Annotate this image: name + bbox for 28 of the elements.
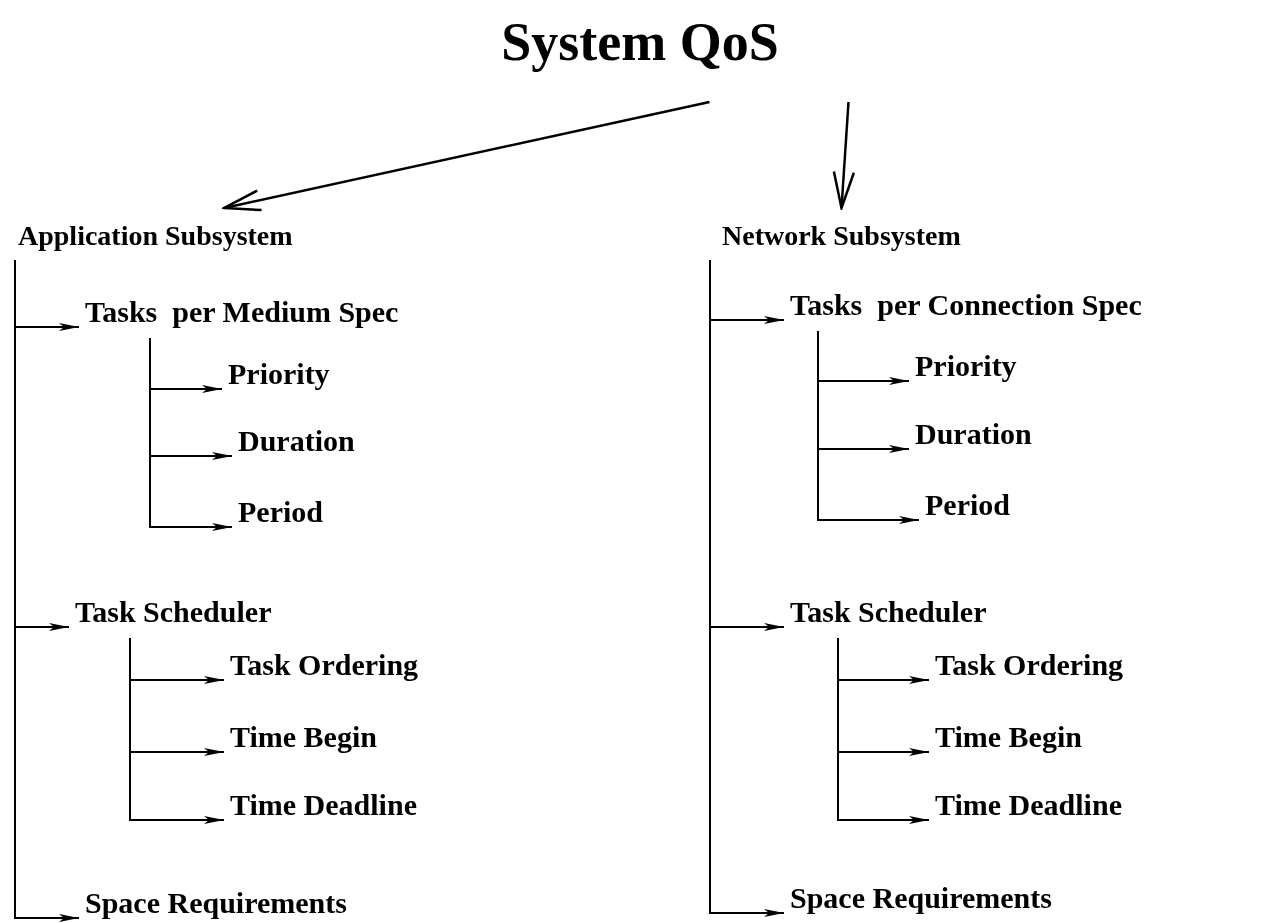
tree-node-label: Task Scheduler: [75, 597, 272, 627]
tree-node-label: Task Ordering: [935, 650, 1124, 680]
tree-node-label: Time Begin: [230, 722, 377, 752]
tree-node-label: Network Subsystem: [722, 222, 961, 250]
tree-node-label: Priority: [228, 359, 330, 389]
arrow: [14, 259, 80, 922]
tree-node-label: Duration: [238, 426, 355, 456]
tree-node-label: Time Deadline: [935, 790, 1122, 820]
tree-node-label: Task Scheduler: [790, 597, 987, 627]
arrow: [832, 101, 856, 210]
arrow: [709, 259, 785, 917]
arrow: [149, 337, 233, 531]
arrow: [223, 100, 710, 212]
tree-node-label: Time Begin: [935, 722, 1082, 752]
arrow: [837, 637, 930, 824]
tree-node-label: Tasks per Connection Spec: [790, 290, 1142, 320]
tree-node-label: Space Requirements: [790, 883, 1052, 913]
tree-node-label: Tasks per Medium Spec: [85, 297, 399, 327]
arrow: [817, 330, 920, 524]
tree-node-label: Time Deadline: [230, 790, 417, 820]
tree-node-label: Task Ordering: [230, 650, 419, 680]
tree-node-label: Space Requirements: [85, 888, 347, 918]
tree-node-label: Application Subsystem: [18, 222, 293, 250]
tree-node-label: Period: [238, 497, 323, 527]
arrow: [129, 637, 225, 824]
tree-node-label: Priority: [915, 351, 1017, 381]
tree-node-label: Duration: [915, 419, 1032, 449]
tree-node-label: Period: [925, 490, 1010, 520]
